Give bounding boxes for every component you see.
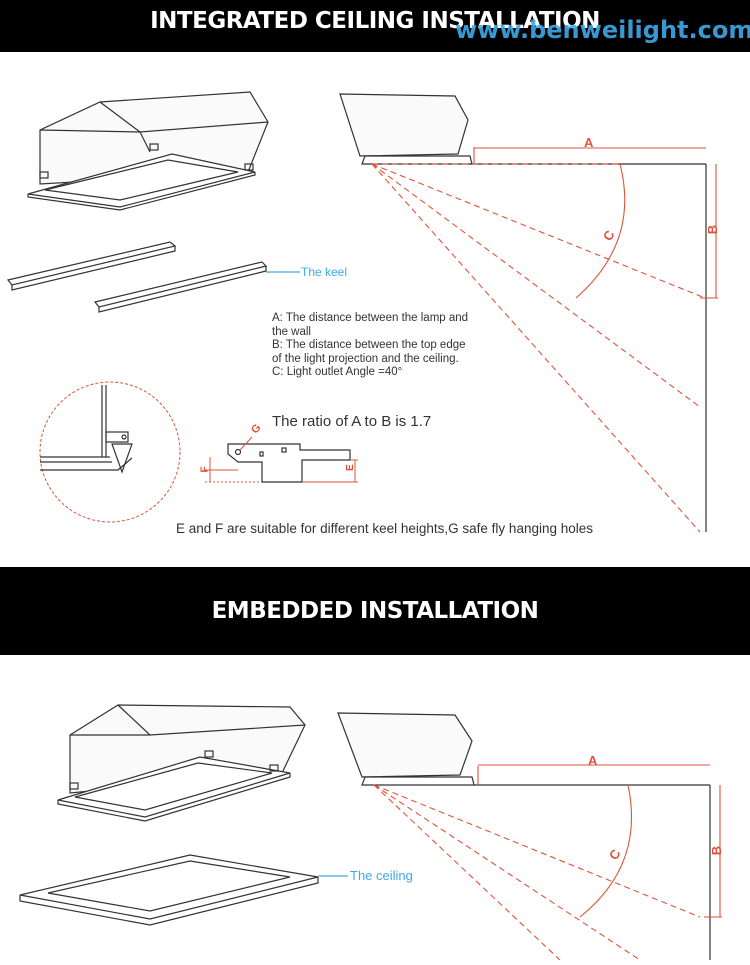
- lamp-isometric-drawing-embedded: [57, 704, 306, 822]
- keel-rail-2: [93, 261, 268, 313]
- dimension-a-label-embedded: A: [588, 753, 598, 768]
- ratio-text: The ratio of A to B is 1.7: [272, 413, 432, 430]
- legend-line-3: B: The distance between the top edge: [272, 339, 466, 351]
- legend-line-5: C: Light outlet Angle =40°: [272, 366, 403, 378]
- legend-line-4: of the light projection and the ceiling.: [272, 352, 459, 365]
- dimension-b-label-embedded: B: [709, 845, 725, 856]
- detail-circle: [39, 381, 181, 523]
- keel-callout-label: The keel: [301, 265, 348, 279]
- dimension-legend: A: The distance between the lamp and the…: [272, 312, 468, 380]
- keel-note-text: E and F are suitable for different keel …: [176, 521, 594, 536]
- integrated-drawing: [6, 91, 718, 533]
- ceiling-callout-label: The ceiling: [350, 868, 413, 883]
- integrated-installation-diagram: A B C The keel A: The distance between t…: [0, 52, 750, 572]
- lamp-side-view: [339, 93, 473, 165]
- section-title-integrated: INTEGRATED CEILING INSTALLATION: [150, 8, 600, 34]
- section-title-embedded: EMBEDDED INSTALLATION: [211, 598, 539, 624]
- keel-rail-1: [6, 241, 177, 291]
- bracket-drawing: [227, 443, 351, 483]
- ceiling-frame-drawing: [19, 854, 319, 926]
- bracket-f-label: F: [199, 466, 211, 473]
- lamp-isometric-drawing: [27, 91, 269, 211]
- embedded-installation-diagram: A B C The ceiling: [0, 655, 750, 965]
- bracket-e-label: E: [344, 464, 356, 471]
- section-banner-embedded: EMBEDDED INSTALLATION: [0, 567, 750, 655]
- legend-line-1: A: The distance between the lamp and: [272, 312, 469, 324]
- lamp-side-view-embedded: [337, 712, 475, 786]
- watermark-text: www.benweilight.com: [455, 16, 750, 44]
- legend-line-2: the wall: [272, 325, 311, 338]
- dimension-b-label: B: [705, 224, 721, 235]
- dimension-a-label: A: [584, 135, 594, 150]
- embedded-drawing: [19, 704, 722, 961]
- section-banner-integrated: INTEGRATED CEILING INSTALLATION: [0, 0, 750, 52]
